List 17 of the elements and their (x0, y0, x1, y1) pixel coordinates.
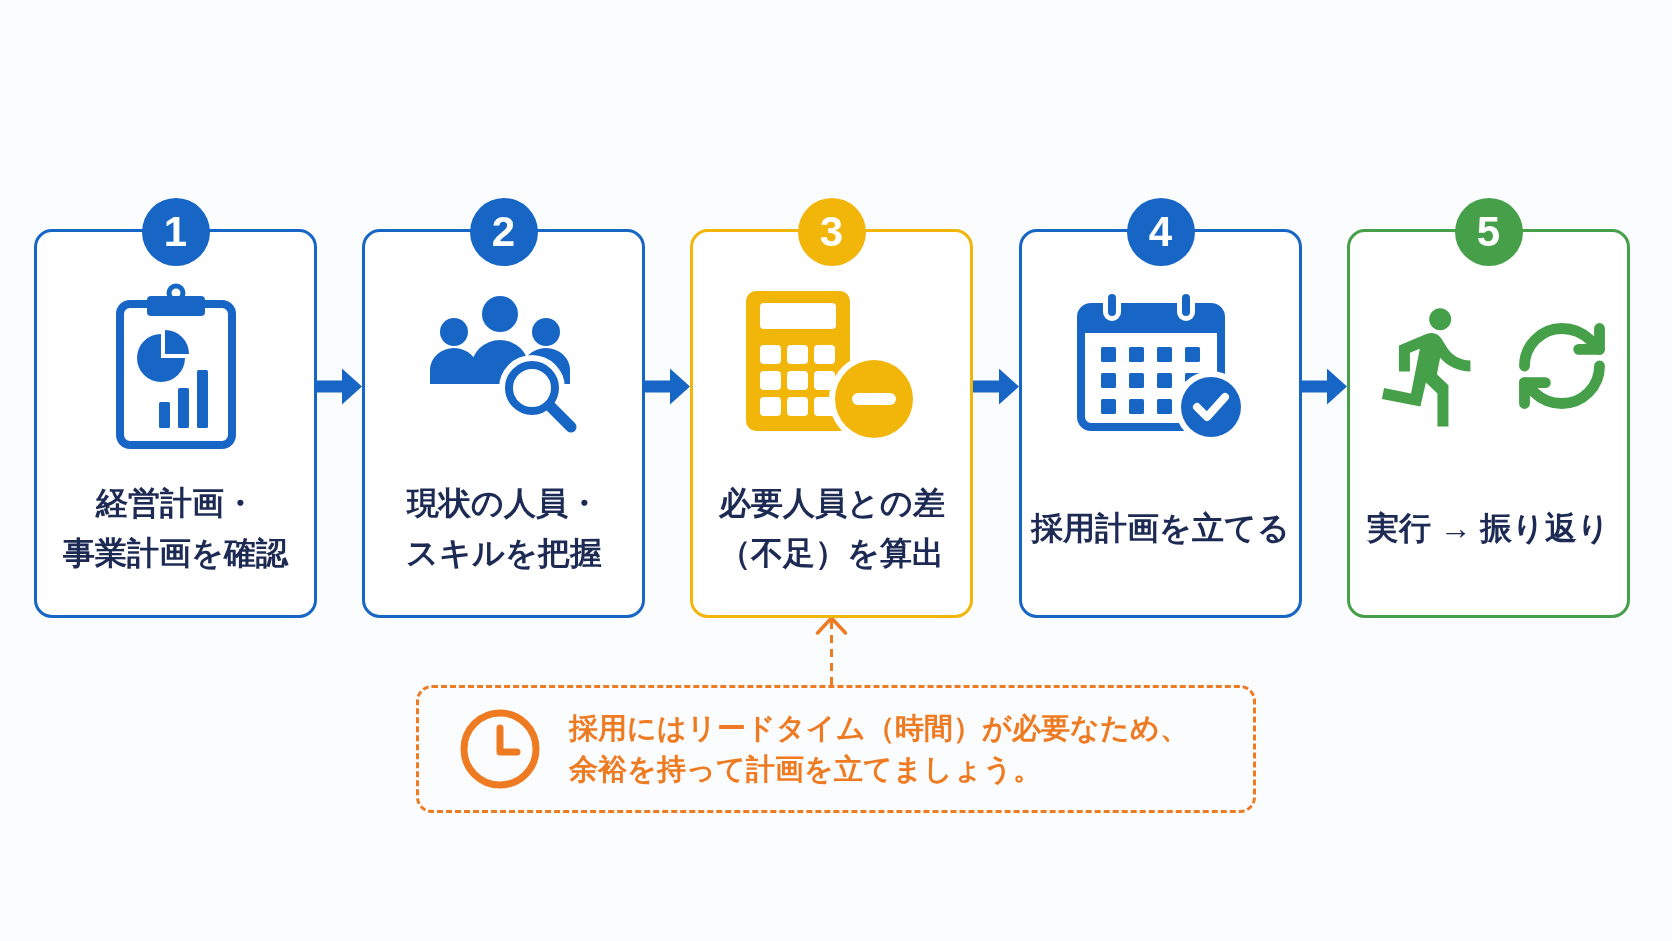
arrow (973, 368, 1019, 405)
arrow (645, 368, 690, 405)
arrow (1302, 368, 1347, 405)
dashed-arrow (815, 616, 848, 685)
arrow (317, 368, 362, 405)
step-label: 実行 → 振り返り (1366, 509, 1611, 549)
step-label: 現状の人員・スキルを把握 (404, 484, 603, 573)
note-box (416, 685, 1256, 813)
step-label: 採用計画を立てる (1031, 509, 1290, 549)
step-label: 必要人員との差（不足）を算出 (717, 484, 946, 573)
note-text: 採用にはリードタイム（時間）が必要なため、余裕を持って計画を立てましょう。 (569, 711, 1190, 787)
step-label: 経営計画・事業計画を確認 (62, 484, 290, 573)
step-number-badge: 4 (1126, 198, 1195, 266)
step-number-badge: 1 (141, 198, 210, 266)
step-number-badge: 3 (797, 198, 866, 266)
step-number-badge: 5 (1454, 198, 1523, 266)
step-number-badge: 2 (469, 198, 538, 266)
